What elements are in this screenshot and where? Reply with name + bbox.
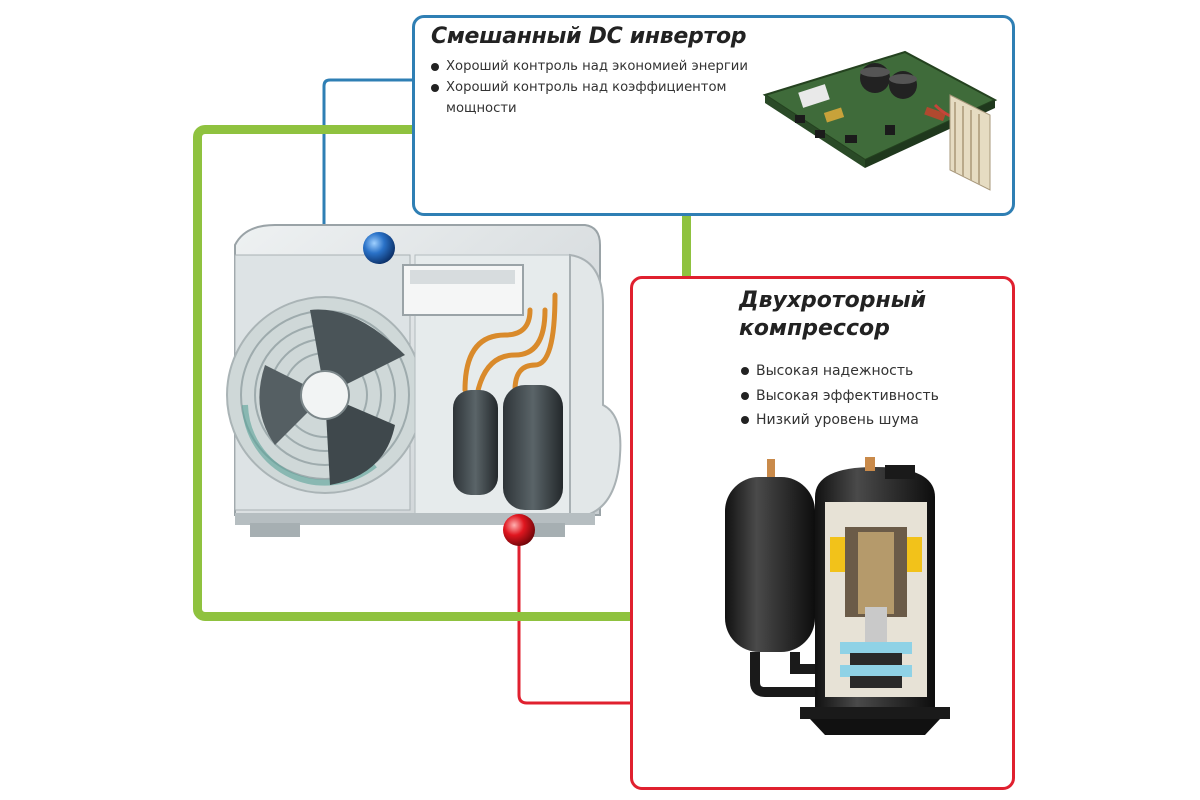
bullet-icon	[431, 63, 439, 71]
list-item: Хороший контроль над коэффициентом мощно…	[431, 77, 761, 119]
outdoor-unit-illustration	[226, 224, 622, 537]
inverter-feature-list: Хороший контроль над экономией энергии Х…	[431, 56, 761, 119]
bullet-icon	[741, 367, 749, 375]
compressor-panel: Двухроторный компрессор Высокая надежнос…	[630, 276, 1015, 790]
compressor-marker-ball	[503, 514, 535, 546]
compressor-feature-list: Высокая надежность Высокая эффективность…	[741, 359, 981, 433]
inverter-marker-ball	[363, 232, 395, 264]
list-item: Высокая надежность	[741, 359, 981, 384]
list-item: Высокая эффективность	[741, 384, 981, 409]
compressor-cutaway-image	[725, 457, 950, 735]
inverter-title: Смешанный DC инвертор	[431, 24, 747, 49]
inverter-circuit-board-image	[762, 50, 998, 191]
list-item: Низкий уровень шума	[741, 408, 981, 433]
list-item: Хороший контроль над экономией энергии	[431, 56, 761, 77]
bullet-icon	[741, 416, 749, 424]
bullet-icon	[431, 84, 439, 92]
compressor-connector-line	[517, 540, 632, 705]
inverter-panel: Смешанный DC инвертор Хороший контроль н…	[412, 15, 1015, 216]
compressor-title: Двухроторный компрессор	[739, 288, 927, 341]
bullet-icon	[741, 391, 749, 400]
